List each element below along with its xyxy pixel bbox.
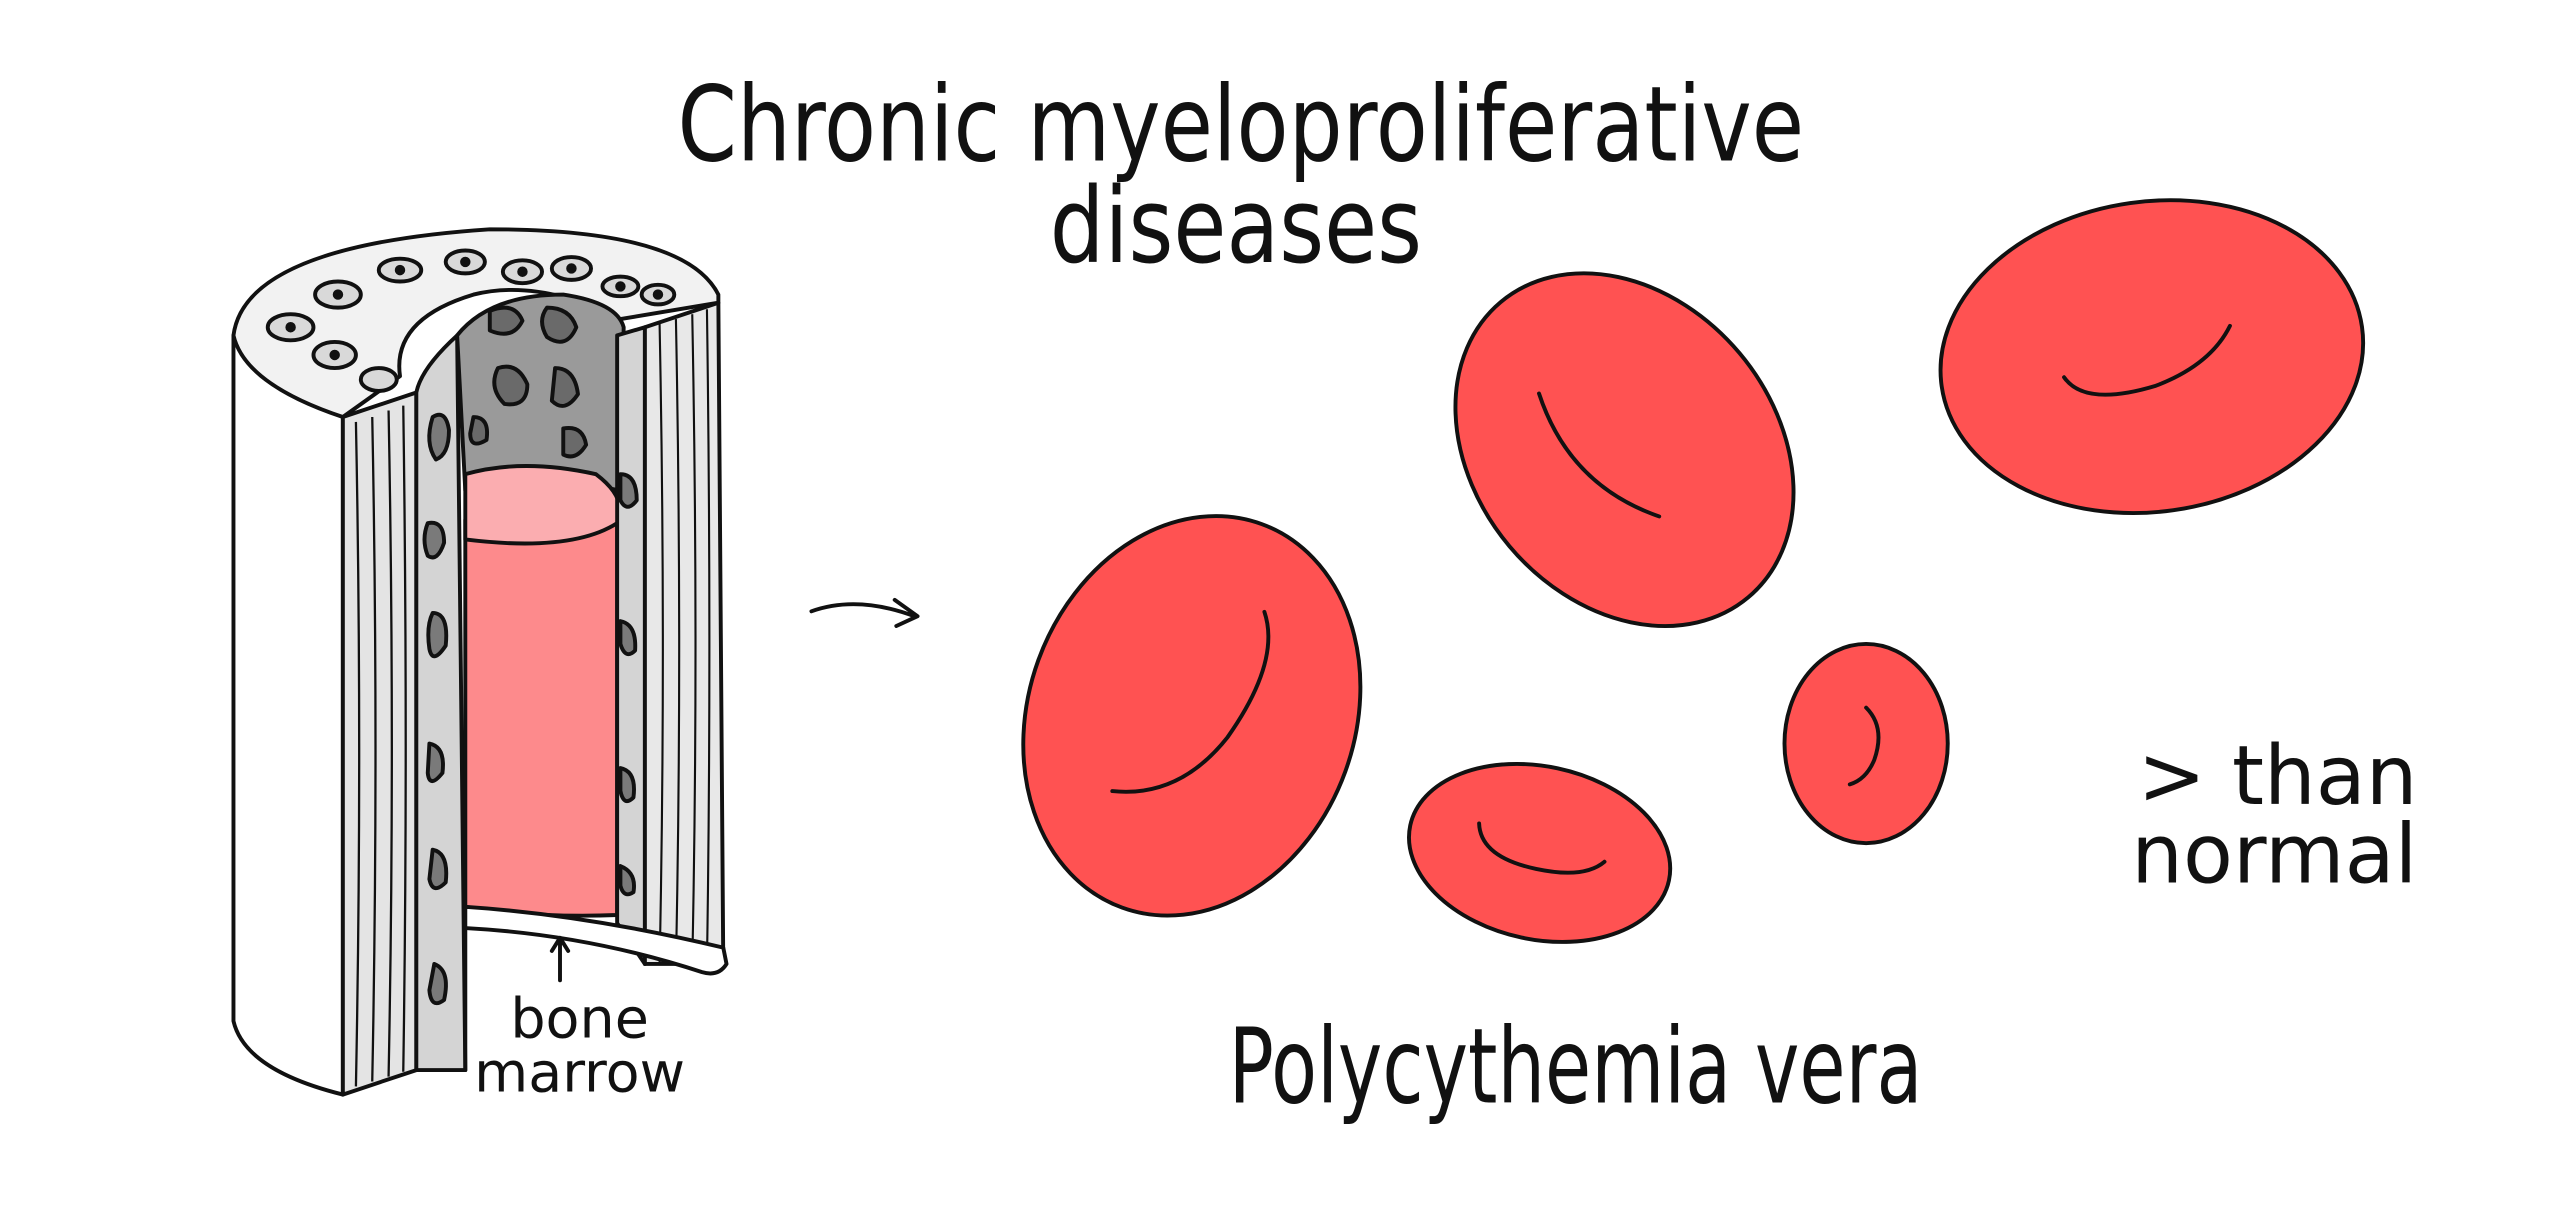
osteon-circles bbox=[265, 248, 677, 393]
red-blood-cell bbox=[1938, 198, 2366, 515]
title-line-2: diseases bbox=[1050, 165, 1422, 287]
bone-marrow-label-line-1: bone bbox=[510, 986, 649, 1051]
red-blood-cell bbox=[1453, 271, 1796, 629]
red-blood-cell bbox=[1407, 761, 1673, 944]
comparison-label-line-2: normal bbox=[2131, 807, 2417, 902]
right-arrow-icon bbox=[809, 597, 920, 628]
bone-marrow-label-line-2: marrow bbox=[474, 1040, 685, 1105]
title-line-1: Chronic myeloproliferative bbox=[678, 64, 1805, 186]
red-blood-cell bbox=[1021, 514, 1363, 918]
bone-cross-section bbox=[231, 227, 729, 1097]
bone-marrow-pointer bbox=[549, 935, 571, 983]
red-blood-cells bbox=[1021, 198, 2366, 944]
up-arrow-icon bbox=[549, 935, 571, 983]
comparison-label-line-1: > than bbox=[2138, 729, 2418, 824]
disease-name-label: Polycythemia vera bbox=[1229, 1006, 1923, 1128]
red-blood-cell bbox=[1782, 642, 1950, 846]
